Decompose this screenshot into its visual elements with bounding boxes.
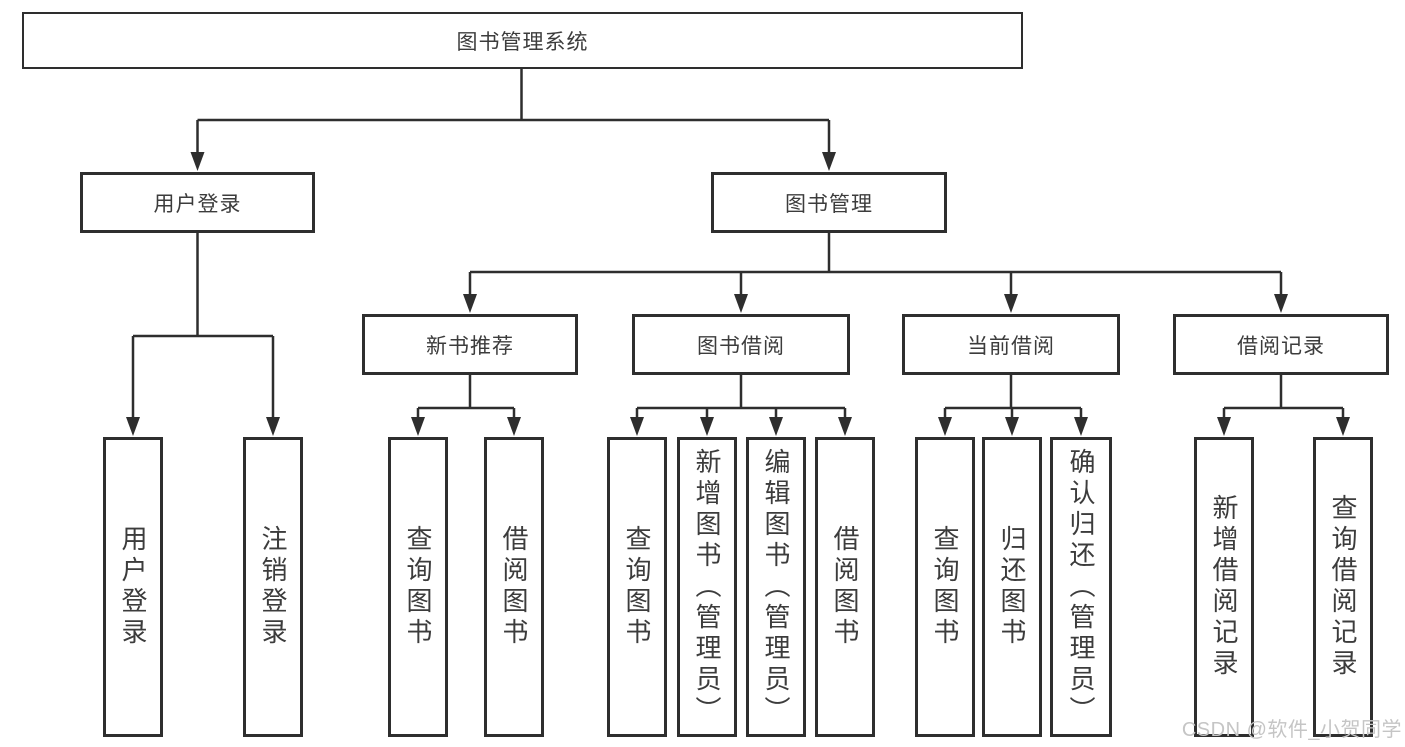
arrowhead [822,152,836,171]
node-label: 确认归还（管理员） [1066,447,1096,727]
leaf-borrow-books: 借阅图书 [484,437,544,737]
node-label: 图书管理系统 [456,30,589,54]
leaf-query-books: 查询图书 [607,437,667,737]
connector-user-login-to-leaves [126,233,280,436]
leaf-confirm-return-admin: 确认归还（管理员） [1050,437,1112,737]
connector-line [416,375,516,419]
leaf-borrow-books: 借阅图书 [815,437,875,737]
node-new-book-recommend: 新书推荐 [362,314,578,375]
connector-borrow-records-to-leaves [1217,375,1350,436]
node-library-management-system: 图书管理系统 [22,12,1023,69]
connector-line [943,375,1083,419]
node-label: 新书推荐 [426,334,514,358]
arrowhead [838,417,852,436]
connector-book-management-to-level3 [463,233,1288,313]
leaf-user-login: 用户登录 [103,437,163,737]
connector-line [468,233,1283,297]
connector-current-borrow-to-leaves [938,375,1088,436]
arrowhead [126,417,140,436]
leaf-query-books: 查询图书 [388,437,448,737]
node-label: 借阅图书 [830,525,860,649]
node-label: 用户登录 [118,525,148,649]
arrowhead [1005,417,1019,436]
connector-new-book-recommend-to-leaves [411,375,521,436]
arrowhead [1274,294,1288,313]
node-label: 新增图书（管理员） [692,447,722,727]
connector-line [635,375,847,419]
leaf-add-borrow-record: 新增借阅记录 [1194,437,1254,737]
node-borrow-records: 借阅记录 [1173,314,1389,375]
leaf-return-books: 归还图书 [982,437,1042,737]
arrowhead [630,417,644,436]
node-current-borrow: 当前借阅 [902,314,1120,375]
arrowhead [769,417,783,436]
arrowhead [734,294,748,313]
leaf-add-books-admin: 新增图书（管理员） [677,437,737,737]
node-label: 归还图书 [997,525,1027,649]
arrowhead [1074,417,1088,436]
connector-book-borrow-to-leaves [630,375,852,436]
arrowhead [1217,417,1231,436]
arrowhead [700,417,714,436]
arrowhead [463,294,477,313]
leaf-edit-books-admin: 编辑图书（管理员） [746,437,806,737]
node-label: 注销登录 [258,525,288,649]
node-label: 当前借阅 [967,334,1055,358]
arrowhead [190,152,205,171]
node-label: 图书管理 [785,192,873,216]
node-label: 图书借阅 [697,334,785,358]
arrowhead [1336,417,1350,436]
node-book-management: 图书管理 [711,172,947,233]
arrowhead [266,417,280,436]
arrowhead [507,417,521,436]
node-label: 借阅图书 [499,525,529,649]
connector-line [196,69,831,154]
arrowhead [1004,294,1018,313]
arrowhead [411,417,425,436]
node-book-borrow: 图书借阅 [632,314,850,375]
leaf-query-books: 查询图书 [915,437,975,737]
leaf-logout: 注销登录 [243,437,303,737]
connector-line [131,233,275,419]
node-label: 新增借阅记录 [1209,494,1239,680]
node-label: 查询借阅记录 [1328,494,1358,680]
connector-root-to-level2 [190,69,836,171]
arrowhead [938,417,952,436]
csdn-watermark: CSDN @软件_小贺同学 [1181,719,1402,741]
connector-line [1222,375,1345,419]
node-label: 查询图书 [622,525,652,649]
leaf-query-borrow-record: 查询借阅记录 [1313,437,1373,737]
node-label: 查询图书 [930,525,960,649]
node-user-login: 用户登录 [80,172,315,233]
node-label: 编辑图书（管理员） [761,447,791,727]
node-label: 查询图书 [403,525,433,649]
node-label: 用户登录 [153,192,242,216]
node-label: 借阅记录 [1237,334,1325,358]
